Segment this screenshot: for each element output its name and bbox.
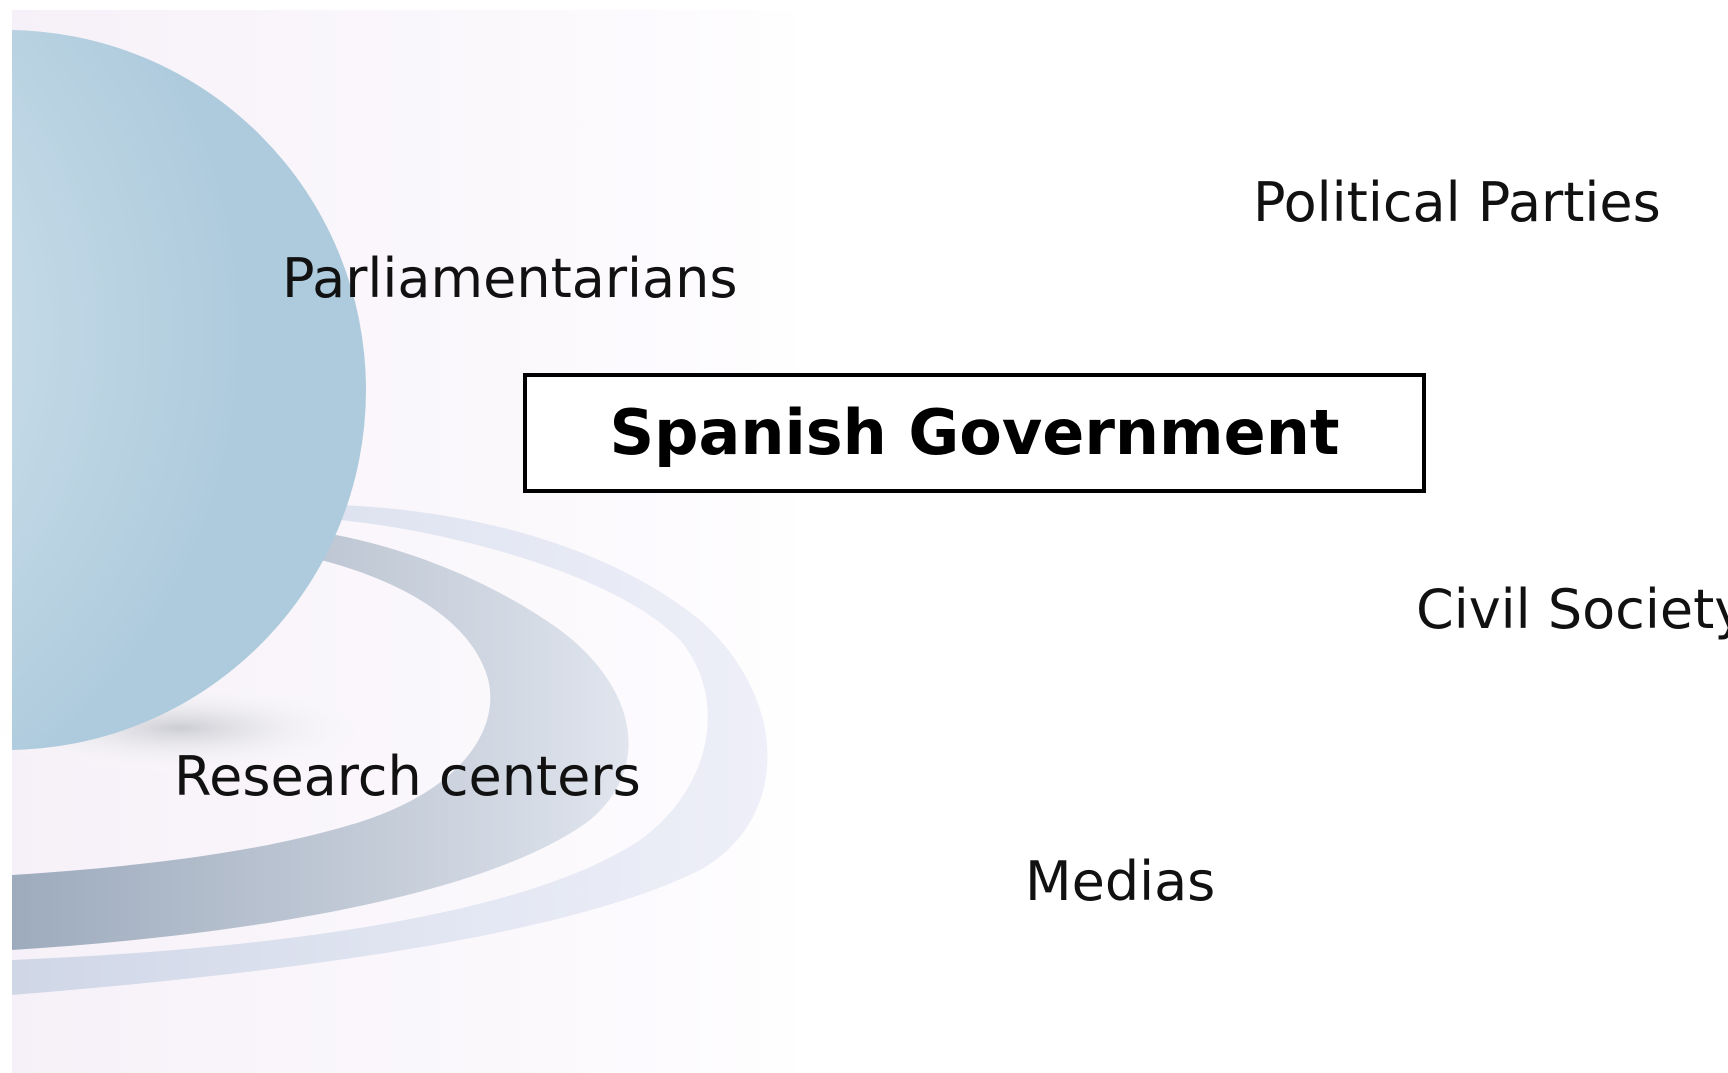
actor-political-parties: Political Parties <box>1253 171 1661 234</box>
central-entity-label: Spanish Government <box>609 396 1340 469</box>
actor-civil-society: Civil Society <box>1416 578 1728 641</box>
sphere <box>12 30 366 750</box>
inner-ring <box>12 530 629 950</box>
actor-research-centers: Research centers <box>174 745 641 808</box>
actor-parliamentarians: Parliamentarians <box>282 247 738 310</box>
actor-medias: Medias <box>1025 850 1216 913</box>
central-entity-box: Spanish Government <box>523 373 1426 493</box>
outer-ring <box>12 505 768 995</box>
